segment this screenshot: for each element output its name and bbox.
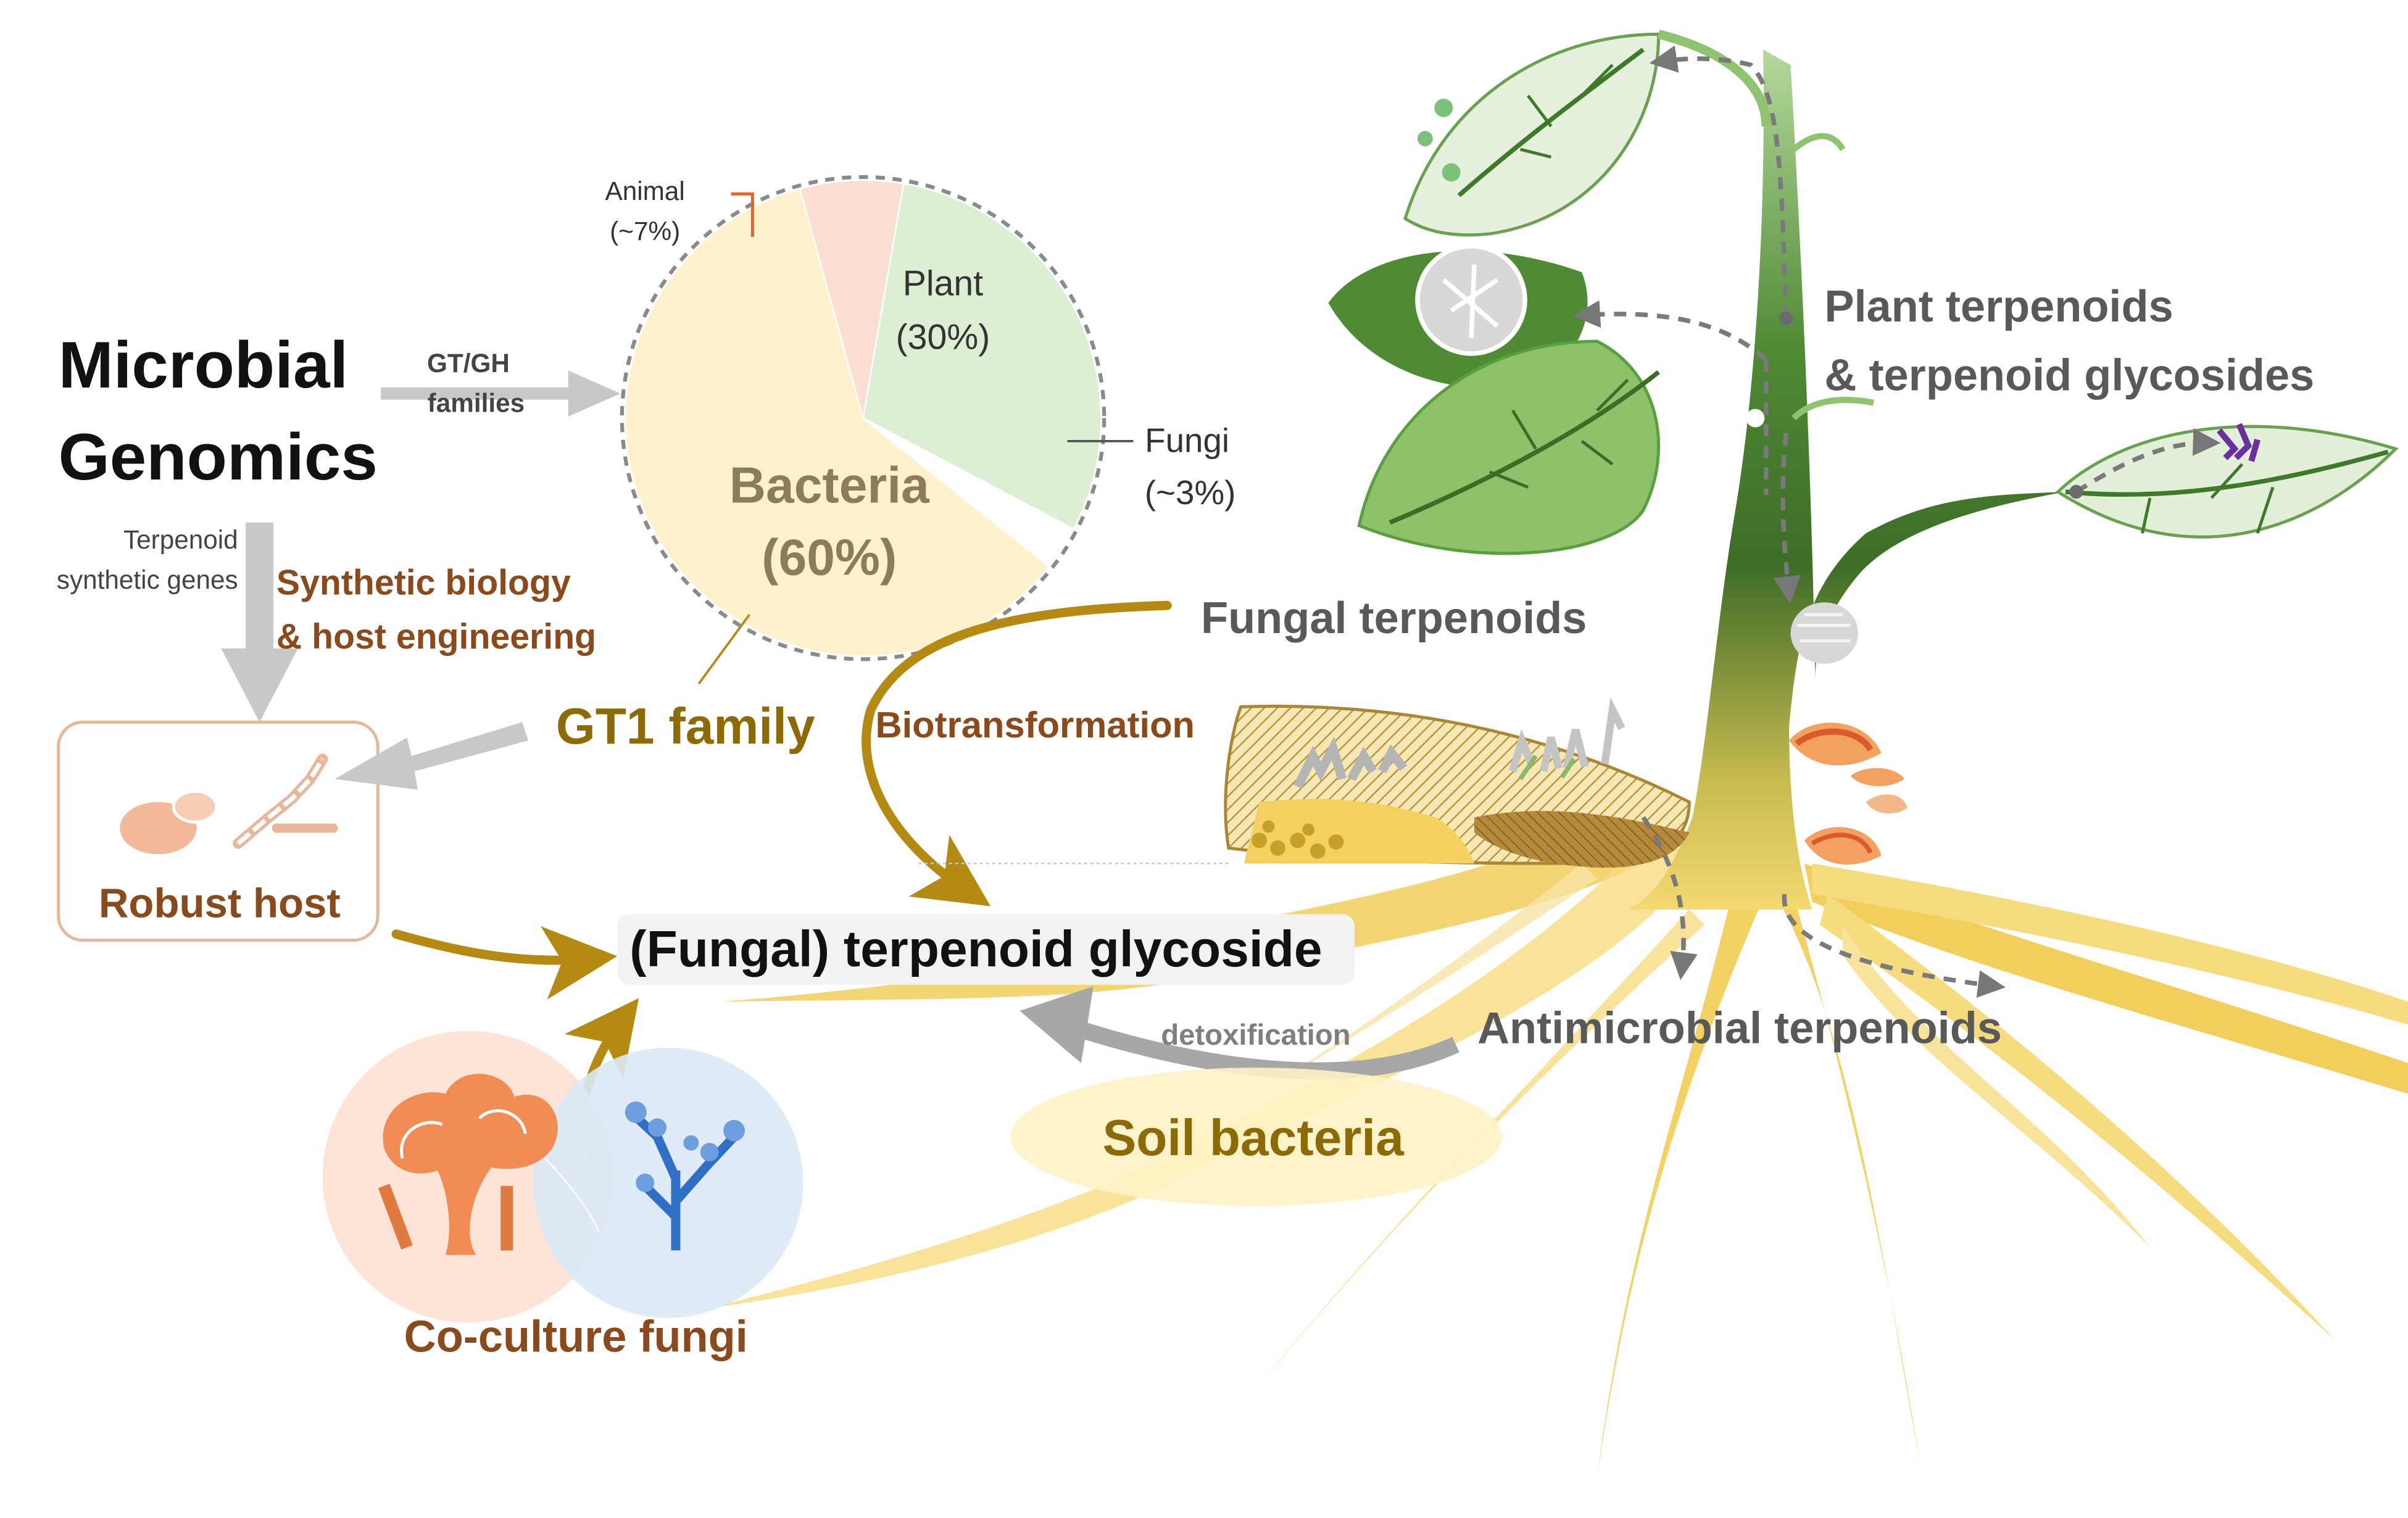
robust-host-label: Robust host [99,880,341,926]
pie-label-animal: Animal [605,176,685,205]
stem-decorations [1415,98,2261,664]
robust-host-box [57,720,380,942]
central-product-label: (Fungal) terpenoid glycoside [629,921,1322,977]
biotransformation-label: Biotransformation [875,704,1195,745]
host-engineering-label: & host engineering [276,617,596,657]
transport-origin-dot [1779,311,1793,325]
terpenoid-genes-label-2: synthetic genes [57,565,238,594]
gt-gh-label: GT/GH [427,349,510,378]
plant-terpenoids-label-1: Plant terpenoids [1824,282,2173,331]
detoxification-label: detoxification [1161,1019,1350,1051]
root-system [706,802,2408,1478]
title-genomics: Genomics [59,420,378,494]
pie-value-fungi: (~3%) [1145,473,1236,512]
pie-chart: Plant (30%) Bacteria (60%) Animal (~7%) … [605,175,1236,685]
pie-value-animal: (~7%) [610,217,680,246]
transport-origin-dot [2069,484,2083,499]
fungal-terpenoids-label: Fungal terpenoids [1201,594,1587,643]
pie-label-bacteria: Bacteria [729,457,930,513]
soil-bacteria-ellipse [1010,1068,1502,1206]
leaf-left-large [1357,339,1661,555]
pie-label-fungi: Fungi [1145,421,1229,459]
pie-slice-plant [862,183,1102,531]
title-microbial: Microbial [59,328,349,402]
gt-gh-arrow [381,370,621,417]
pie-value-bacteria: (60%) [762,529,897,586]
pie-slice-animal [799,179,905,418]
pie-label-plant: Plant [903,263,984,303]
pie-value-plant: (30%) [896,318,990,357]
leaf-top [1403,30,1771,237]
terpenoid-genes-label-1: Terpenoid [123,525,238,554]
antimicrobial-terpenoids-label: Antimicrobial terpenoids [1477,1003,2002,1053]
transport-arrows [1572,45,2221,998]
central-product-box [617,914,1355,985]
plant-terpenoids-label-2: & terpenoid glycosides [1824,351,2314,400]
soil-bacteria-label: Soil bacteria [1102,1110,1405,1166]
small-leaf-sprout [1791,133,1874,421]
co-culture-fungi-illustration [322,1031,803,1323]
families-label: families [428,389,525,418]
synthetic-biology-label: Synthetic biology [276,563,571,603]
co-culture-fungi-label: Co-culture fungi [404,1313,748,1362]
bracket-fungi [1789,723,1908,865]
down-arrow-to-host [221,522,298,723]
plant-stem [1627,49,2066,910]
wood-log [1224,697,1691,868]
gt1-to-host-arrow [334,722,529,790]
gt1-family-label: GT1 family [556,699,815,755]
